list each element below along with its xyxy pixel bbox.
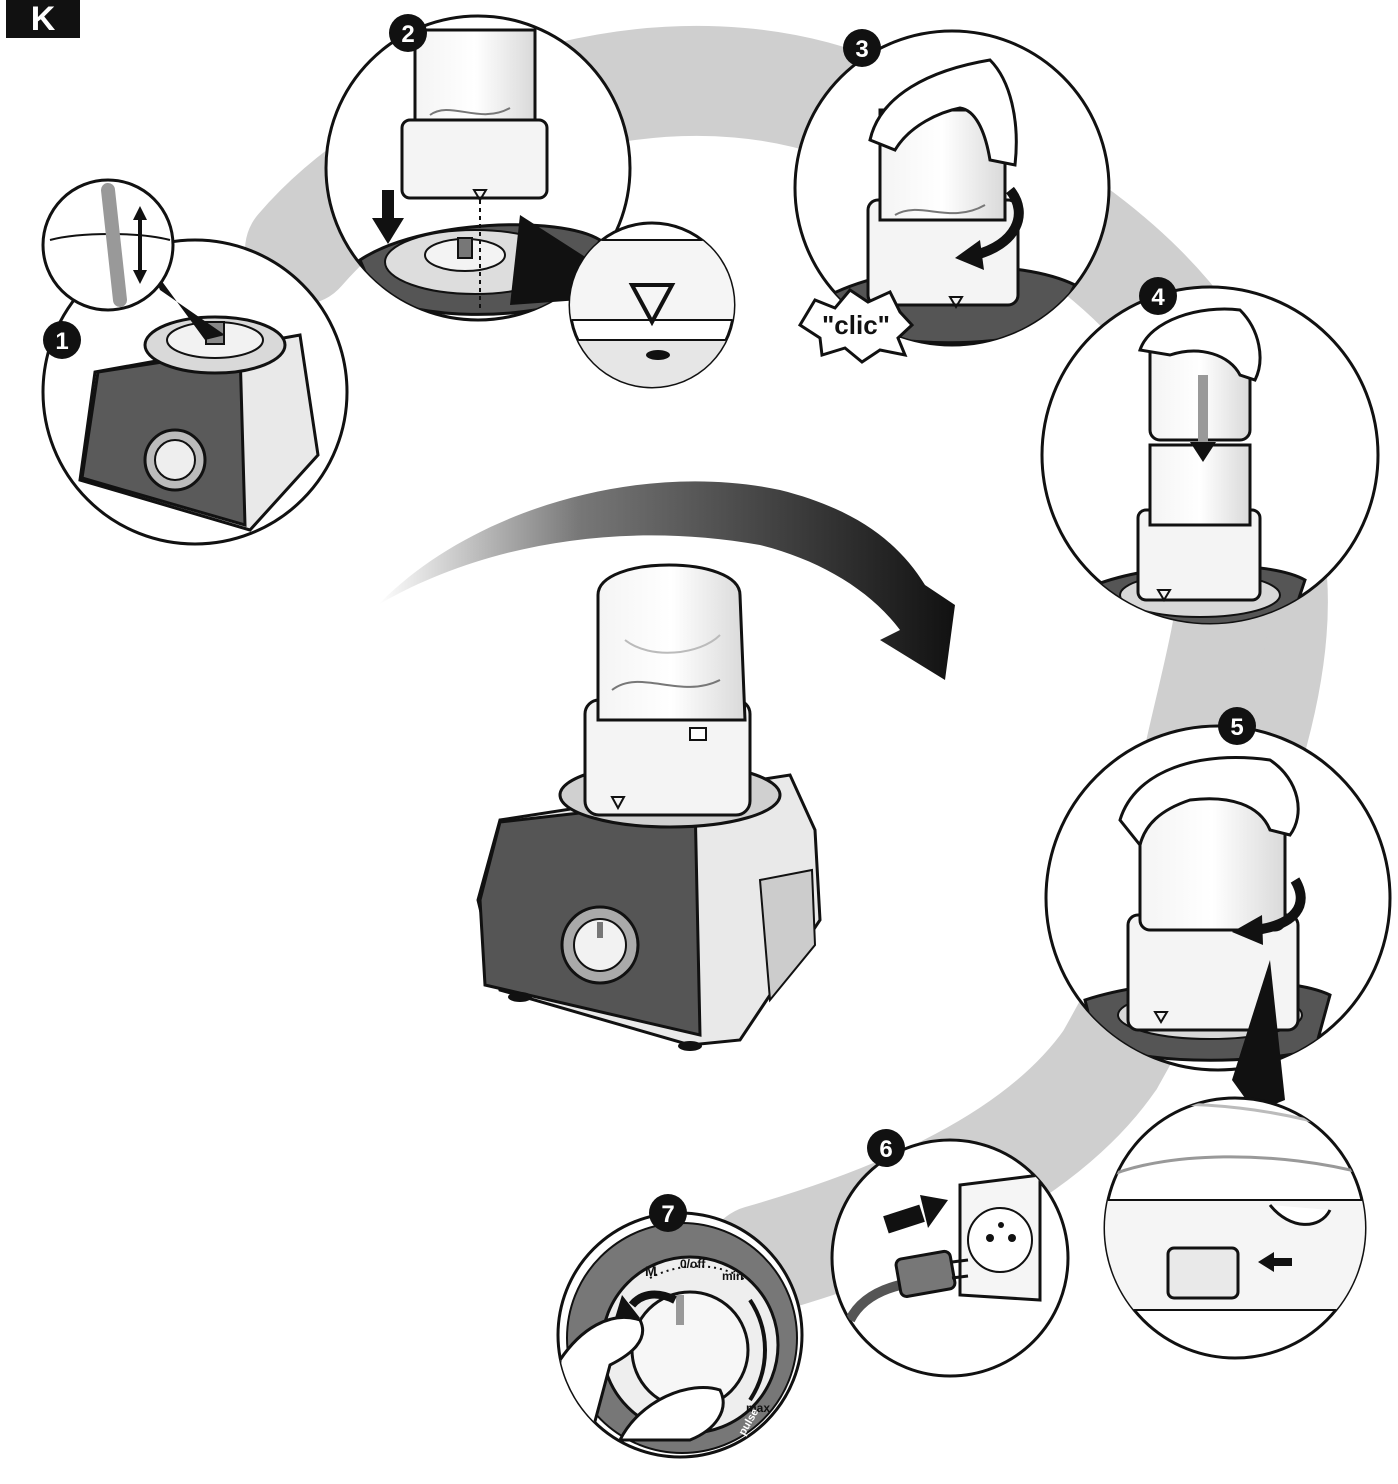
dial-label-min: min	[722, 1269, 743, 1283]
step-2-badge	[389, 14, 427, 52]
step-3-badge	[843, 29, 881, 67]
clic-burst	[797, 288, 915, 364]
step-7-badge	[649, 1194, 687, 1232]
step-4-badge	[1139, 277, 1177, 315]
section-label: K	[31, 0, 56, 38]
power-plug	[894, 1249, 957, 1298]
step-5-badge	[1218, 707, 1256, 745]
dial-label-max: max	[746, 1401, 770, 1415]
step-7-panel: M 0/off min max pulse 7	[556, 1194, 804, 1459]
section-label-box: K	[6, 0, 80, 38]
step-1-panel: 1	[41, 178, 349, 546]
svg-text:4: 4	[1151, 284, 1165, 311]
central-sweep-arrow	[378, 481, 955, 680]
clic-label: "clic"	[822, 310, 890, 340]
svg-text:1: 1	[55, 328, 68, 355]
step-3-panel: "clic" 3	[793, 29, 1111, 364]
assembled-machine	[476, 563, 822, 1051]
step-6-badge	[867, 1129, 905, 1167]
safety-lock	[1166, 1246, 1240, 1300]
step-4-panel: 4	[1040, 277, 1380, 625]
step-1-badge	[43, 321, 81, 359]
hand	[868, 58, 1018, 167]
svg-text:3: 3	[855, 36, 868, 63]
dial-label-m: M	[645, 1263, 657, 1279]
mill-jar	[596, 563, 747, 722]
step-2-panel: 2	[324, 14, 736, 389]
dial-label-off: 0/off	[680, 1257, 706, 1271]
svg-text:2: 2	[401, 21, 414, 48]
svg-text:5: 5	[1230, 714, 1243, 741]
step-6-panel: 6	[830, 1129, 1070, 1378]
svg-text:6: 6	[879, 1136, 892, 1163]
svg-text:7: 7	[661, 1201, 674, 1228]
